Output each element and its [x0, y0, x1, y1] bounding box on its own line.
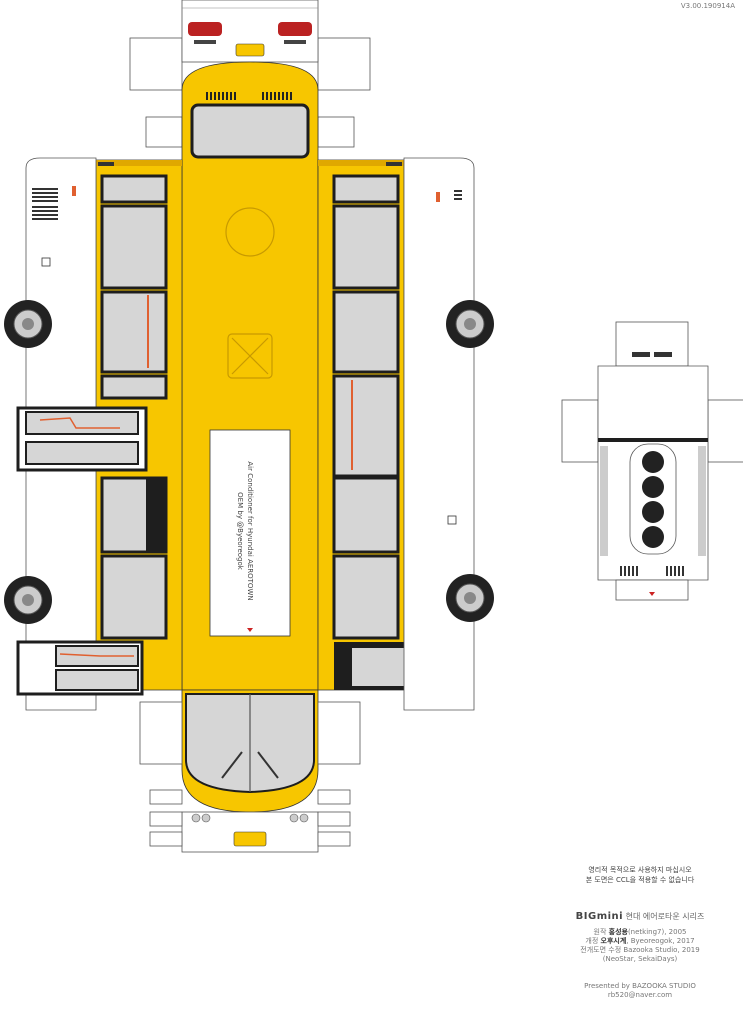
ac-panel-line1: Air Conditioner for Hyundai AEROTOWN [246, 461, 254, 601]
wiper-right [257, 751, 279, 779]
credit-original: 원작 홍성용(netking7), 2005 [540, 928, 740, 937]
right-rear-wheel [446, 300, 494, 348]
top-flaps [129, 37, 371, 148]
rear-light-left [188, 22, 222, 36]
series-name: 현대 에어로타운 시리즈 [625, 912, 705, 921]
credit-full-rest: Bazooka Studio, 2019 [623, 946, 700, 954]
front-end-panel [181, 689, 319, 853]
rear-plate [235, 43, 265, 57]
credit-revision: 개정 오후시계, Byeoreogok, 2017 [540, 937, 740, 946]
roof-hatch-x [227, 333, 273, 379]
version-label: V3.00.190914A [680, 2, 735, 10]
rear-end-panel [181, 0, 319, 63]
credit-original-prefix: 원작 [593, 928, 607, 936]
credit-revision-rest: , Byeoreogok, 2017 [626, 937, 695, 945]
right-outer-panel [403, 157, 494, 711]
right-side-panel [317, 159, 412, 691]
wiper-left [221, 751, 243, 779]
ac-fan-3 [642, 501, 664, 523]
bottom-flaps [139, 701, 361, 847]
credit-full-prefix: 전개도면 수정 [580, 946, 622, 954]
ac-unit-net [561, 321, 743, 601]
credit-original-name: 홍성용 [608, 928, 628, 936]
ac-attach-panel [209, 429, 291, 637]
credit-full: 전개도면 수정 Bazooka Studio, 2019 [540, 946, 740, 955]
contact-email: rb520@naver.com [607, 991, 673, 999]
ac-fan-4 [642, 526, 664, 548]
right-front-wheel [446, 574, 494, 622]
roof-panel [181, 61, 319, 691]
rear-window [190, 103, 310, 159]
left-rear-wheel [4, 300, 52, 348]
series-title: BIGmini 현대 에어로타운 시리즈 [540, 911, 740, 922]
notice-line2: 본 도면은 CCL을 적용할 수 없습니다 [585, 876, 695, 884]
credit-contributors: (NeoStar, SekaiDays) [602, 955, 678, 963]
brand-logo: BIGmini [575, 911, 624, 922]
left-outer-panel [4, 157, 148, 711]
credit-revision-prefix: 개정 [585, 937, 599, 945]
rear-light-right [278, 22, 312, 36]
roof-hatch-circle [225, 207, 275, 257]
ac-panel-line2: OEM by @Byeoreogok [236, 492, 244, 570]
ac-fan-1 [642, 451, 664, 473]
credit-original-rest: (netking7), 2005 [627, 928, 687, 936]
notice-line1: 영리적 목적으로 사용하지 마십시오 [588, 866, 692, 874]
presented-by: Presented by BAZOOKA STUDIO [584, 982, 696, 990]
ac-fan-2 [642, 476, 664, 498]
front-plate [233, 831, 267, 847]
credit-revision-name: 오후시계 [600, 937, 627, 945]
left-front-wheel [4, 576, 52, 624]
